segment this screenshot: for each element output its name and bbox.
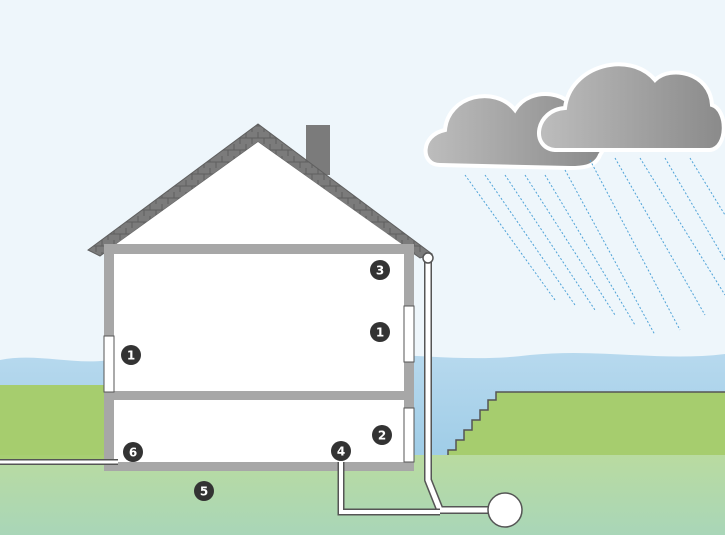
svg-text:5: 5: [200, 485, 208, 499]
window-right-basement: [403, 407, 415, 463]
svg-text:1: 1: [376, 326, 384, 340]
window-right-upper: [403, 305, 415, 363]
marker-4: 4: [331, 441, 351, 461]
window-left: [103, 335, 115, 393]
svg-text:3: 3: [376, 264, 384, 278]
house: [104, 244, 414, 471]
marker-1-left: 1: [121, 345, 141, 365]
cloud-front: [537, 62, 725, 152]
gable: [108, 142, 410, 250]
marker-3: 3: [370, 260, 390, 280]
grass-embankment: [440, 392, 725, 470]
svg-text:1: 1: [127, 349, 135, 363]
embankment-steps: [440, 391, 725, 461]
svg-text:2: 2: [378, 429, 386, 443]
marker-5: 5: [194, 481, 214, 501]
marker-6: 6: [123, 442, 143, 462]
rain: [464, 157, 725, 336]
sewer-main: [487, 492, 523, 528]
floor-drain-pipe-inner: [339, 462, 440, 514]
marker-2: 2: [372, 425, 392, 445]
floor-slab: [104, 391, 414, 400]
svg-text:4: 4: [337, 445, 345, 459]
marker-1-right: 1: [370, 322, 390, 342]
upper-floor-room: [114, 254, 404, 391]
storm-clouds: [423, 62, 725, 171]
svg-text:6: 6: [129, 446, 137, 460]
roof: [87, 123, 434, 259]
basement-room: [114, 400, 404, 462]
downspout-inner: [425, 258, 495, 513]
gutter-end: [422, 252, 434, 264]
grass-lower-left: [0, 385, 110, 460]
